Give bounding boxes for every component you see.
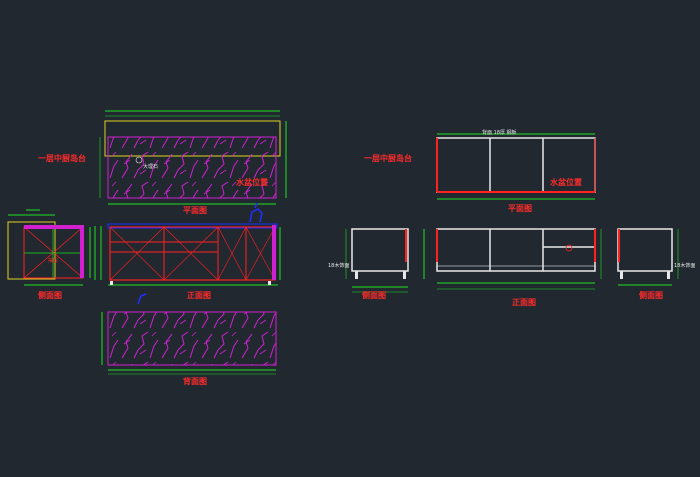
side-box — [617, 228, 673, 272]
left-main-caption: 一层中厨岛台 — [38, 154, 86, 163]
side-outer-frame — [7, 221, 56, 280]
back-marble-panel — [107, 311, 277, 366]
side-back-edge — [80, 225, 84, 278]
left-sink-position: 水盆位置 — [236, 178, 268, 187]
left-inner-note: 抽屉 — [48, 258, 59, 264]
front-countertop — [107, 223, 278, 229]
marker-block — [268, 281, 271, 285]
side-box — [351, 228, 409, 272]
left-front-view — [94, 202, 281, 286]
sink-symbol — [135, 156, 143, 164]
left-back-view — [101, 293, 277, 375]
right-front-view — [423, 228, 602, 290]
faucet-symbol — [249, 202, 263, 223]
front-right-edge — [272, 225, 276, 280]
right-right-note: 18木饰面 — [674, 263, 696, 269]
right-side-left-view-label: 侧面图 — [362, 291, 386, 300]
sink-symbol — [565, 244, 573, 252]
left-front-view-label: 正面图 — [187, 291, 211, 300]
left-plan-view-label: 平面图 — [183, 206, 207, 215]
right-sink-position: 水盆位置 — [550, 178, 582, 187]
right-top-note: 背面 18厚 钢板 — [482, 130, 517, 136]
right-plan-view-label: 平面图 — [508, 204, 532, 213]
right-plan-view — [436, 133, 596, 200]
right-side-right-view-label: 侧面图 — [639, 291, 663, 300]
right-main-caption: 一层中厨岛台 — [364, 154, 412, 163]
left-side-view — [7, 209, 91, 286]
marker-block — [110, 281, 113, 285]
left-marble-note: 大理石 — [143, 164, 159, 170]
right-side-left-view — [345, 228, 409, 293]
right-front-view-label: 正面图 — [512, 298, 536, 307]
left-side-view-label: 侧面图 — [38, 291, 62, 300]
right-side-right-view — [617, 228, 679, 286]
left-back-view-label: 背面图 — [183, 377, 207, 386]
right-left-note: 18木饰面 — [328, 263, 350, 269]
left-plan-view — [99, 110, 287, 205]
side-top-edge — [24, 225, 83, 229]
marble-surface — [107, 136, 277, 199]
